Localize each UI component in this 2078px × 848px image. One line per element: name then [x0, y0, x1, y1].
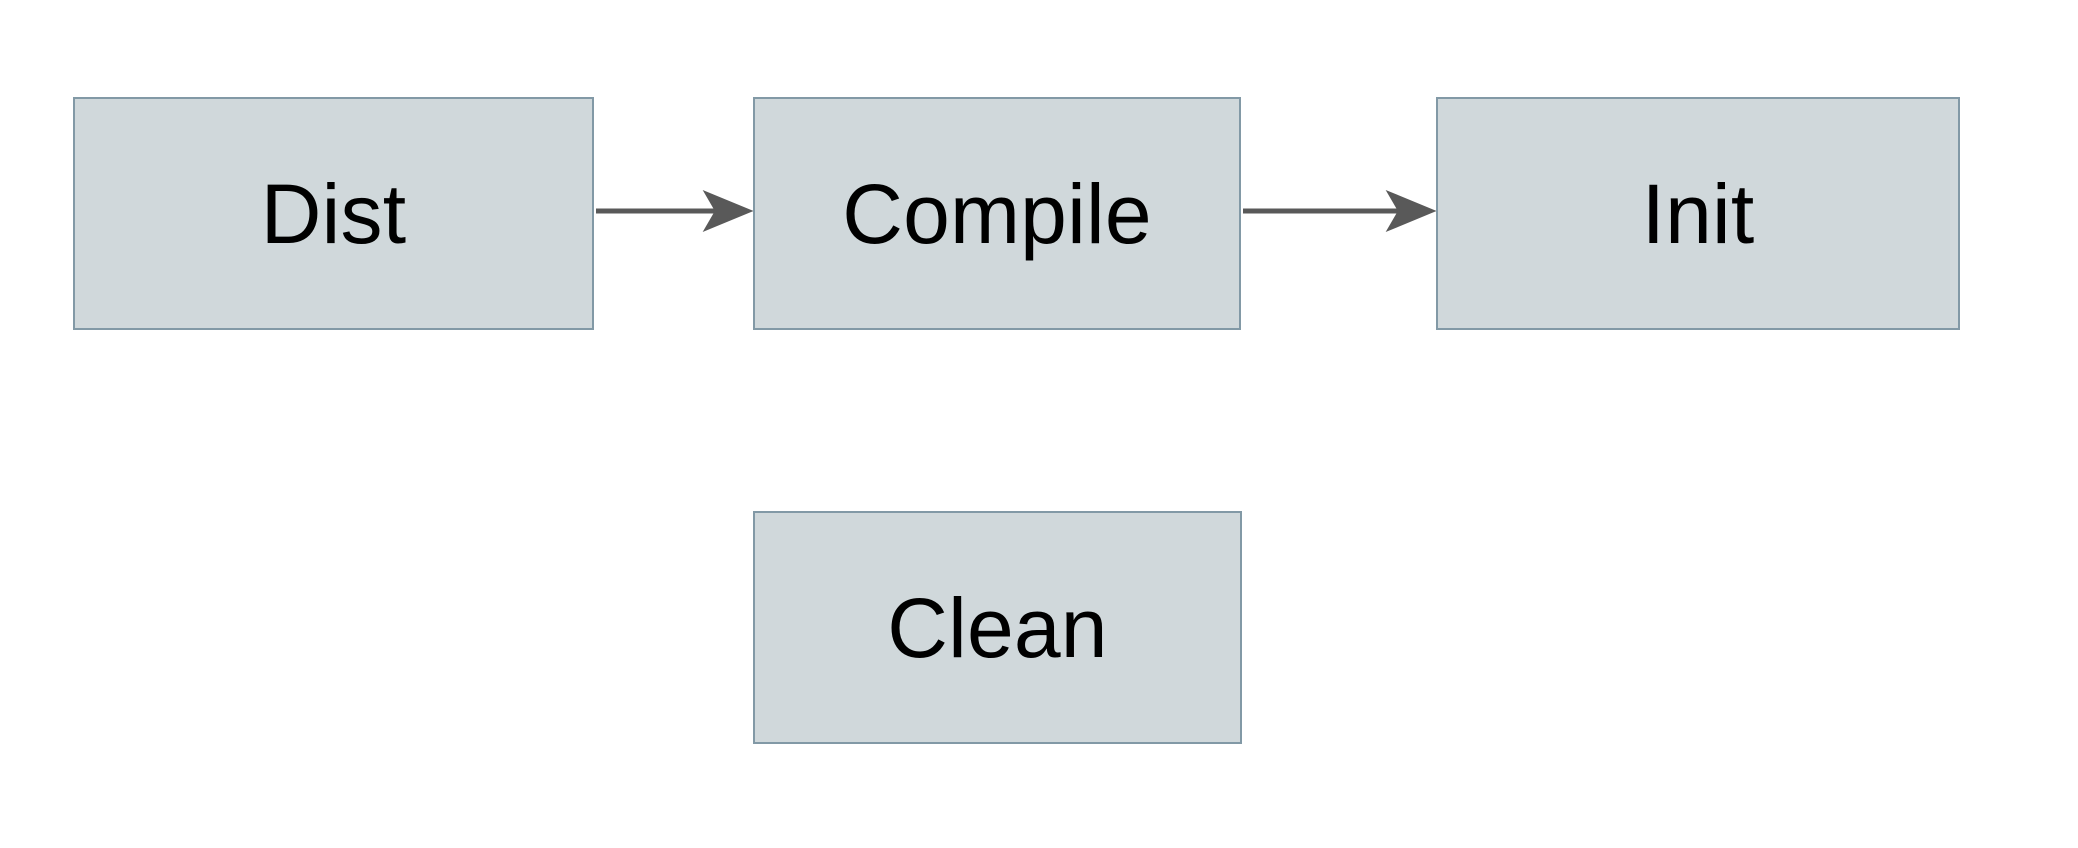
arrowhead-icon [1385, 189, 1437, 233]
edge-dist-to-compile[interactable] [596, 189, 754, 233]
node-init[interactable]: Init [1436, 97, 1960, 330]
node-dist[interactable]: Dist [73, 97, 594, 330]
node-dist-label: Dist [260, 166, 407, 261]
node-compile[interactable]: Compile [753, 97, 1241, 330]
node-compile-label: Compile [842, 166, 1152, 261]
node-clean[interactable]: Clean [753, 511, 1242, 744]
edge-compile-to-init[interactable] [1243, 189, 1437, 233]
arrowhead-icon [702, 189, 754, 233]
node-clean-label: Clean [887, 580, 1108, 675]
node-init-label: Init [1641, 166, 1755, 261]
